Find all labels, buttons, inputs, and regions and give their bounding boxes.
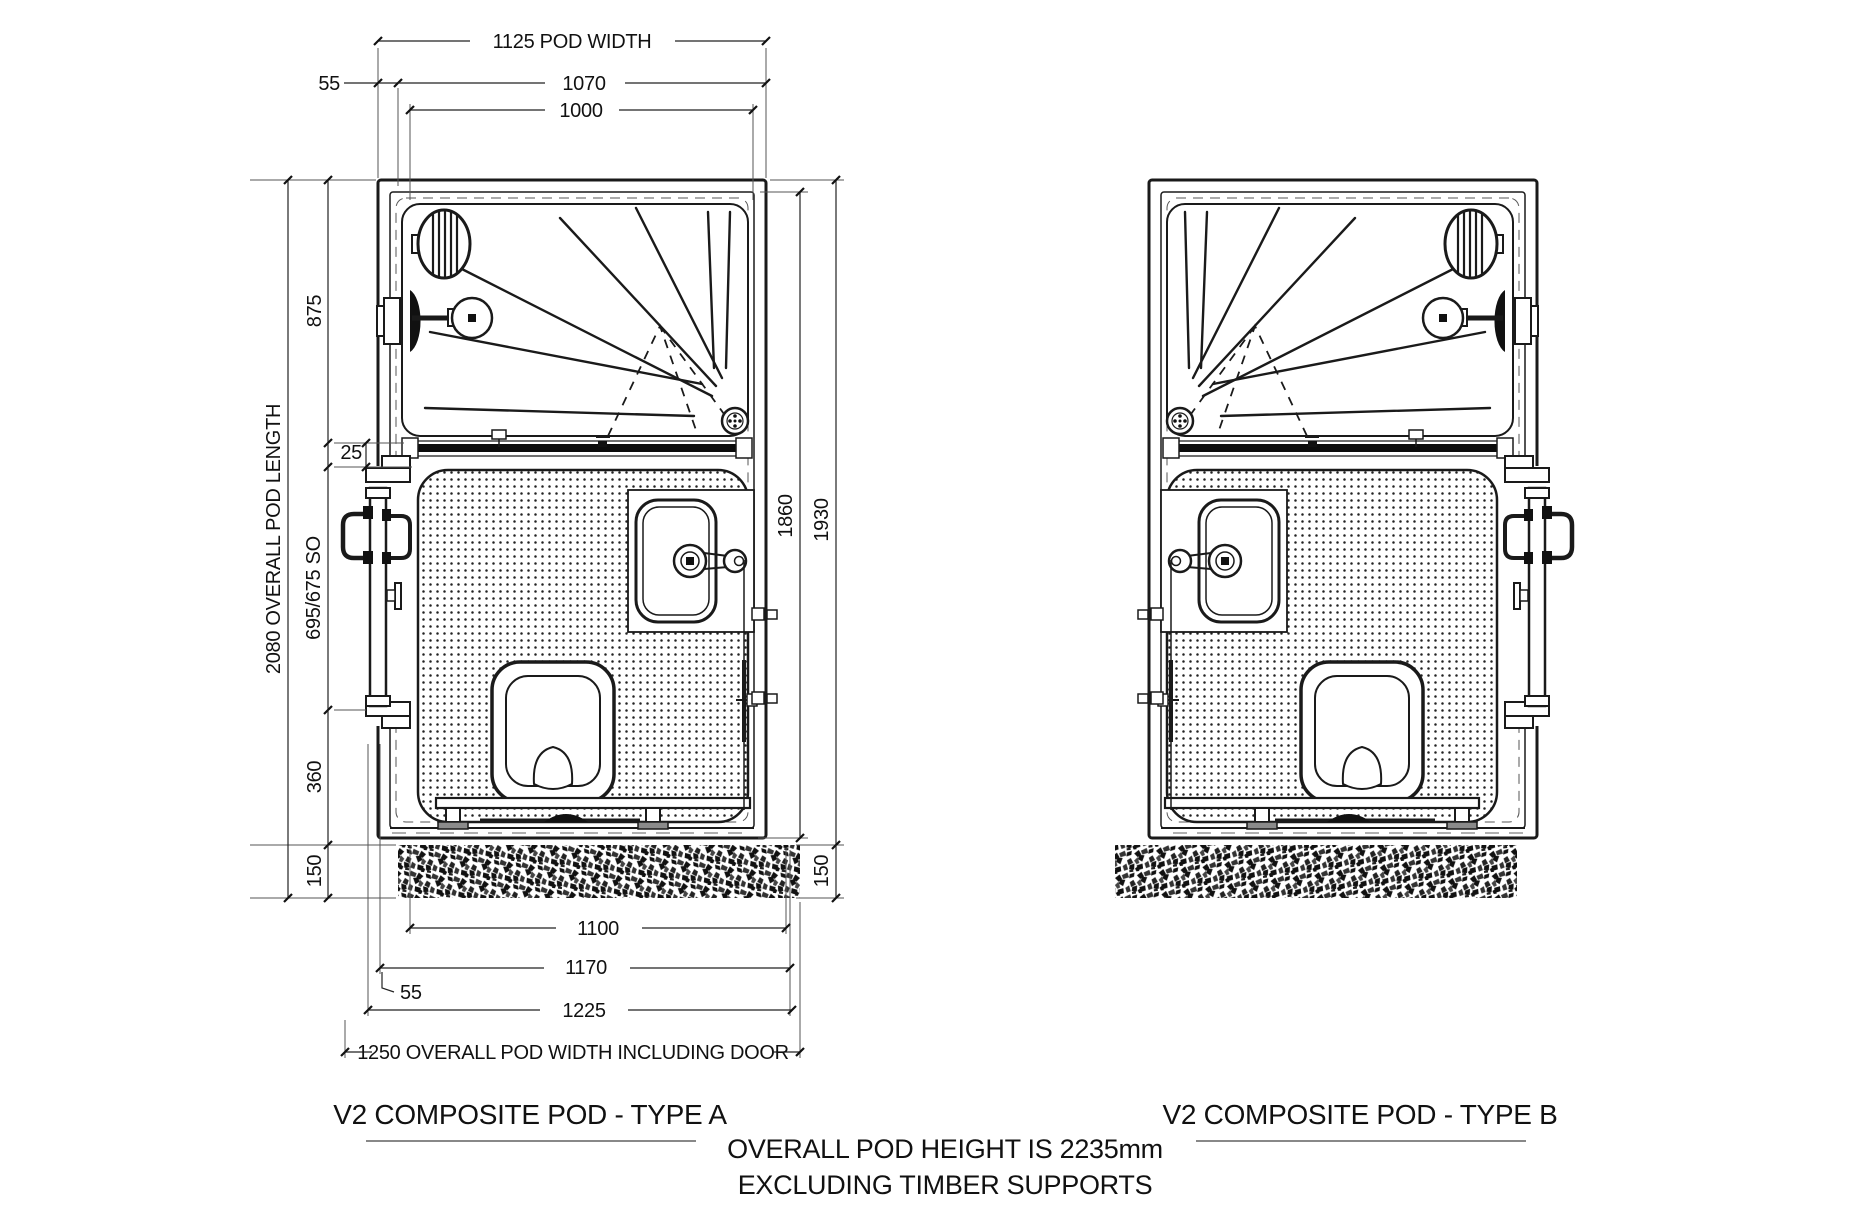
dimensions-right: 1860 1930 150	[758, 175, 844, 903]
pod-a-drawing	[336, 180, 800, 898]
dim-150-left: 150	[304, 855, 326, 888]
dim-pod-width: 1125 POD WIDTH	[493, 31, 652, 53]
dim-bottom-offset-55: 55	[400, 982, 422, 1004]
dim-overall-pod-length: 2080 OVERALL POD LENGTH	[263, 404, 285, 674]
dim-875: 875	[304, 295, 326, 328]
dim-1100: 1100	[577, 918, 619, 940]
height-note-line1: OVERALL POD HEIGHT IS 2235mm	[727, 1134, 1163, 1164]
dim-overall-pod-width: 1250 OVERALL POD WIDTH INCLUDING DOOR	[357, 1042, 789, 1064]
dim-1070: 1070	[562, 73, 605, 95]
dim-1860: 1860	[775, 494, 797, 537]
dim-1225: 1225	[562, 1000, 605, 1022]
pod-b-drawing	[1115, 180, 1579, 898]
dim-1170: 1170	[565, 957, 607, 979]
dim-150-right: 150	[811, 855, 833, 888]
dim-1000: 1000	[559, 100, 602, 122]
dim-top-offset-55: 55	[318, 73, 340, 95]
height-note-line2: EXCLUDING TIMBER SUPPORTS	[738, 1170, 1153, 1200]
captions: V2 COMPOSITE POD - TYPE A V2 COMPOSITE P…	[333, 1099, 1557, 1200]
dim-25: 25	[340, 442, 362, 464]
pod-b-title: V2 COMPOSITE POD - TYPE B	[1163, 1099, 1558, 1130]
dimensions-top: 1125 POD WIDTH 55 1070 1000	[318, 30, 771, 200]
dimensions-bottom: 1100 1170 55 1225 1250 OVERALL POD WIDTH…	[340, 744, 805, 1065]
dim-1930: 1930	[811, 498, 833, 541]
dimensions-left: 2080 OVERALL POD LENGTH 875 25 695/675 S…	[250, 175, 412, 903]
dim-360: 360	[304, 761, 326, 794]
dim-695-675: 695/675 SO	[303, 536, 325, 640]
pod-a-title: V2 COMPOSITE POD - TYPE A	[333, 1099, 727, 1130]
